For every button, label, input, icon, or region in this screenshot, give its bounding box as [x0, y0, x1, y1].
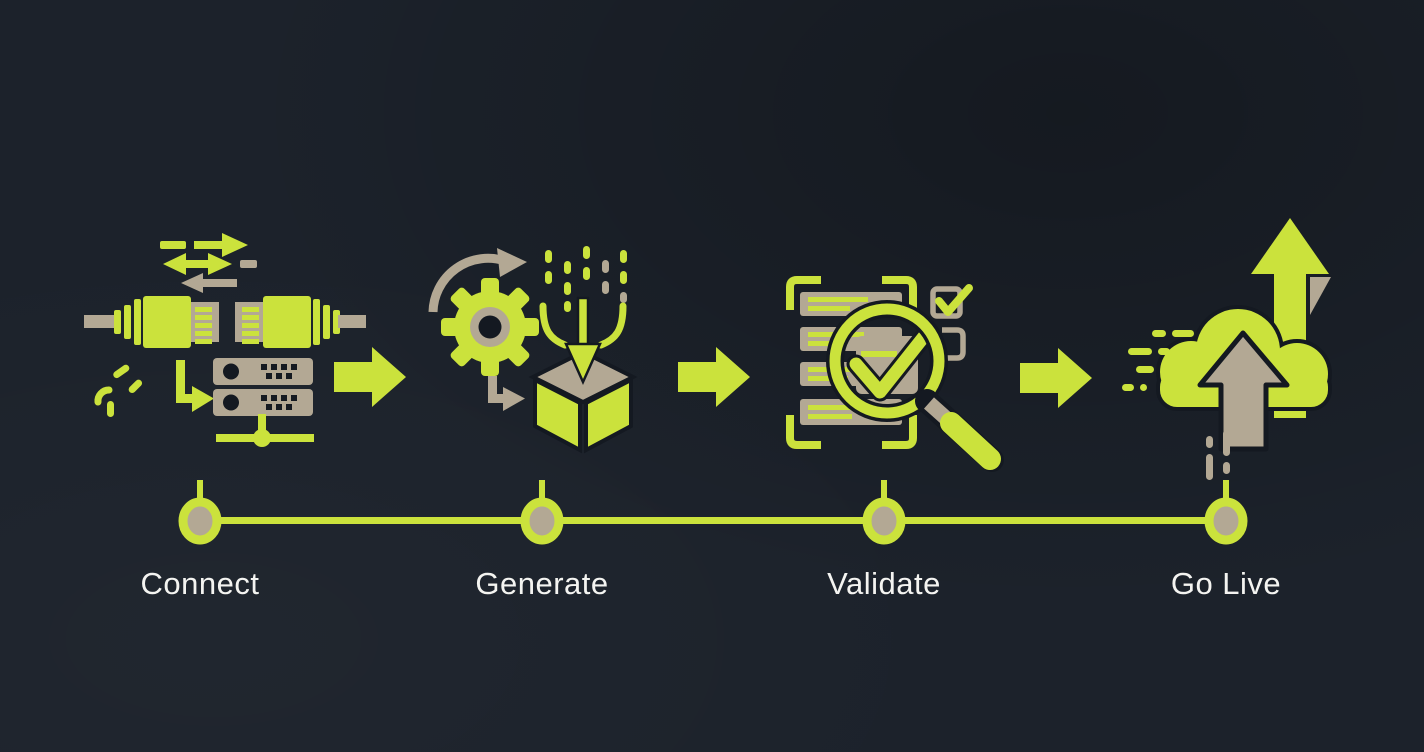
generate-icon [428, 246, 638, 454]
network-link-icon [216, 414, 314, 447]
timeline-node-golive [1204, 480, 1248, 545]
step-label-golive: Go Live [1170, 566, 1282, 601]
signal-marks-icon [94, 364, 143, 417]
timeline-node-validate [862, 480, 906, 545]
data-stream-dashes-icon [545, 246, 627, 312]
connect-icon [84, 233, 366, 447]
server-stack-icon [213, 358, 313, 416]
magnifier-handle-icon [915, 389, 1004, 472]
step-label-connect: Connect [140, 566, 260, 601]
ethernet-plug-right-icon [235, 296, 366, 348]
gear-icon [441, 278, 539, 376]
speed-dashes-icon [1122, 330, 1194, 391]
data-trail-dashes-icon [1206, 430, 1230, 480]
magnifier-icon [826, 300, 948, 422]
input-funnel-curves-icon [539, 302, 627, 349]
frame-brackets-icon [786, 276, 917, 449]
timeline-node-connect [178, 480, 222, 545]
rotation-arrow-icon [428, 248, 527, 313]
flow-arrow-icon [334, 347, 406, 407]
checkbox-empty-icon [942, 327, 966, 361]
timeline-node-generate [520, 480, 564, 545]
upload-arrow-icon [1197, 330, 1290, 452]
ethernet-plug-left-icon [84, 296, 219, 348]
transfer-arrows-icon [160, 233, 257, 293]
flow-arrow-icon [1020, 348, 1092, 408]
timeline [178, 480, 1248, 545]
checkbox-checked-icon [930, 284, 973, 319]
golive-icon [1122, 218, 1332, 480]
timeline-line [197, 517, 1229, 524]
down-arrow-icon [564, 296, 602, 386]
step-label-generate: Generate [475, 566, 609, 601]
elbow-arrow-icon [176, 360, 214, 412]
step-label-validate: Validate [827, 566, 941, 601]
flow-arrow-icon [678, 347, 750, 407]
validate-icon [786, 276, 1004, 472]
process-elbow-arrow-icon [488, 376, 525, 411]
